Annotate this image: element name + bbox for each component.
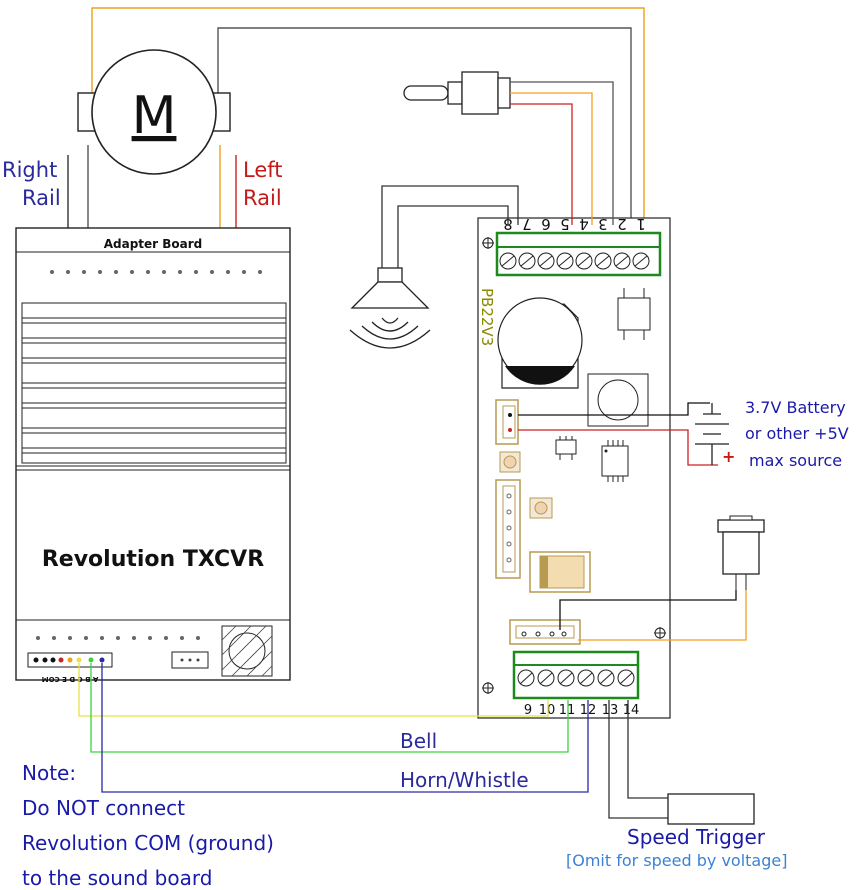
pin-6: 6 <box>541 215 551 233</box>
bottom-wires <box>78 663 668 819</box>
bell-label: Bell <box>400 729 437 753</box>
pin-7: 7 <box>522 215 532 233</box>
pin-4: 4 <box>579 215 589 233</box>
wire-motor-to-pin1 <box>91 7 645 225</box>
top-terminal-block <box>495 231 662 277</box>
pin-3: 3 <box>598 215 608 233</box>
wire-motor-to-pin2 <box>217 27 632 225</box>
battery-plus-sign: + <box>722 447 735 466</box>
toggle-switch <box>403 71 511 115</box>
button-wires <box>559 590 747 641</box>
speed-trigger-sensor <box>667 793 755 825</box>
horn-whistle-label: Horn/Whistle <box>400 768 529 792</box>
battery-label-2: or other +5V <box>745 424 849 443</box>
motor-label: M <box>132 86 177 146</box>
right-rail-label-2: Rail <box>22 186 61 210</box>
switch-wires <box>510 81 614 225</box>
speaker <box>349 185 519 349</box>
left-rail-label-1: Left <box>243 158 283 182</box>
push-button <box>717 515 765 590</box>
sound-board: 8 7 6 5 4 3 2 1 PB22V3 <box>477 215 671 719</box>
note-line-1: Note: <box>22 761 76 785</box>
battery-label-3: max source <box>749 451 842 470</box>
adapter-board-label: Adapter Board <box>104 237 203 251</box>
pin-9: 9 <box>524 703 532 718</box>
right-rail-label-1: Right <box>2 158 57 182</box>
note-line-3: Revolution COM (ground) <box>22 831 274 855</box>
board-name: PB22V3 <box>478 288 496 346</box>
motor: M <box>77 49 231 175</box>
left-rail-label-2: Rail <box>243 186 282 210</box>
note-line-4: to the sound board <box>22 866 212 890</box>
pin-1: 1 <box>636 215 646 233</box>
revolution-board: Adapter Board Revolution TXCVR <box>15 227 291 683</box>
bottom-terminal-block <box>512 650 640 700</box>
mount-hole-marks <box>482 237 666 694</box>
speed-trigger-label: Speed Trigger <box>627 825 766 849</box>
battery: + <box>518 402 735 466</box>
battery-label-1: 3.7V Battery <box>745 398 846 417</box>
note-line-2: Do NOT connect <box>22 796 185 820</box>
pin-11: 11 <box>559 703 576 718</box>
omit-note-label: [Omit for speed by voltage] <box>566 851 787 870</box>
pin-2: 2 <box>617 215 627 233</box>
motor-wires <box>91 7 645 225</box>
pin-14: 14 <box>623 703 640 718</box>
rail-wires <box>67 145 237 238</box>
revolution-txcvr-label: Revolution TXCVR <box>42 547 264 572</box>
pin-13: 13 <box>602 703 619 718</box>
adapter-pin-labels: A B C D E COM <box>42 675 99 683</box>
pin-10: 10 <box>539 703 556 718</box>
pin-5: 5 <box>560 215 570 233</box>
bottom-terminal-numbers: 9 10 11 12 13 14 <box>524 703 639 718</box>
